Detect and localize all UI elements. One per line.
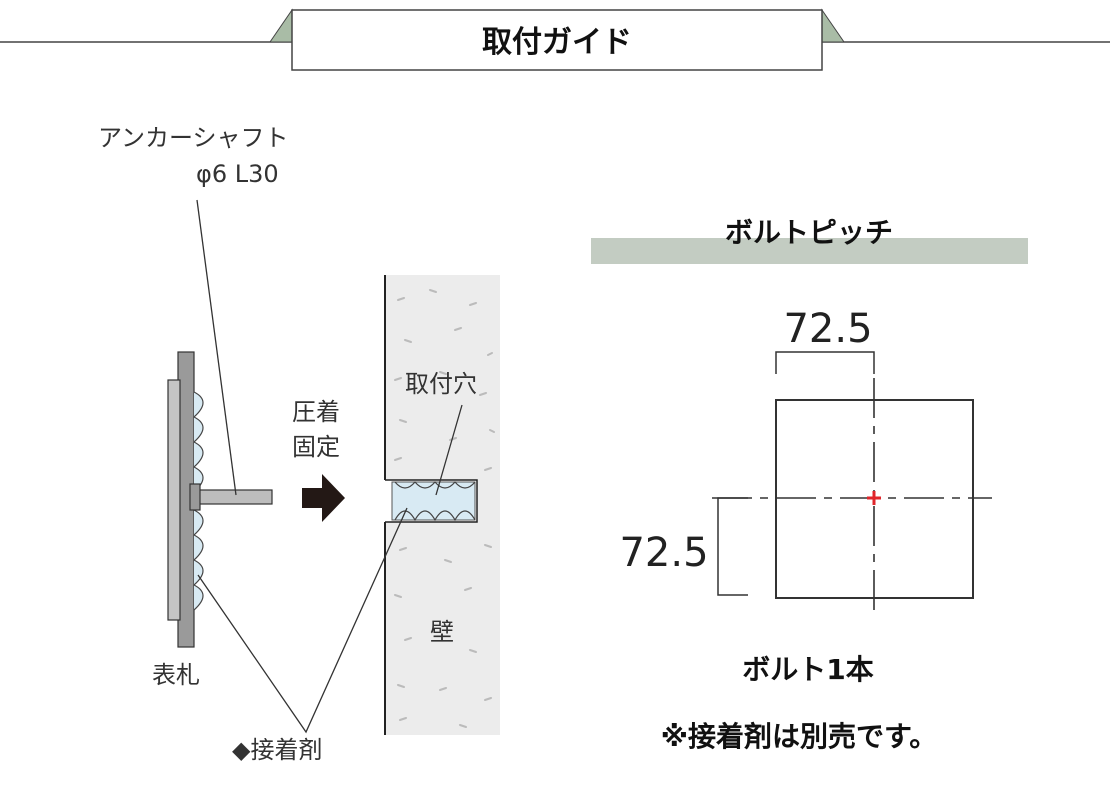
adhesive-leader <box>197 507 408 734</box>
banner-box <box>291 9 823 71</box>
height-dimension-line <box>717 497 748 596</box>
nameplate-label: 表札 <box>152 661 200 689</box>
bolt-count-label: ボルト1本 <box>742 653 873 686</box>
press-arrow-icon <box>302 474 345 522</box>
banner-left-tab <box>269 8 293 43</box>
adhesive-note: ※接着剤は別売です。 <box>661 720 937 753</box>
mount-hole-label: 取付穴 <box>405 370 477 398</box>
anchor-spec-label: φ6 L30 <box>196 160 279 188</box>
bolt-pitch-section: ボルトピッチ 72.5 72.5 ボルト1本 ※接着剤は別売です。 <box>591 216 1028 753</box>
banner-right-tab <box>821 8 845 43</box>
header-banner: 取付ガイド <box>0 8 1110 71</box>
wall-body <box>385 275 500 735</box>
mount-hole <box>385 479 478 523</box>
height-dimension-value: 72.5 <box>619 530 708 576</box>
bolt-pitch-heading-bar <box>591 238 1028 264</box>
press-fix-label-1: 圧着 <box>292 398 340 426</box>
anchor-leader <box>196 199 237 496</box>
wall-label: 壁 <box>430 618 454 646</box>
width-dimension-value: 72.5 <box>783 306 872 352</box>
hole-leader <box>435 404 463 496</box>
anchor-base <box>189 483 201 511</box>
bolt-center-mark-icon <box>867 491 881 505</box>
side-view-diagram: アンカーシャフト φ6 L30 圧着 固定 取付穴 壁 表札 ◆接着剤 <box>98 124 500 764</box>
nameplate-edge <box>167 379 181 621</box>
press-fix-label-2: 固定 <box>292 433 340 461</box>
width-dimension-line <box>775 351 875 374</box>
adhesive-label: ◆接着剤 <box>232 736 322 764</box>
hole-adhesive-bubbles <box>394 510 476 522</box>
page-title: 取付ガイド <box>482 25 632 60</box>
wall-texture <box>394 289 495 728</box>
plate-adhesive <box>192 391 204 611</box>
anchor-shaft-label: アンカーシャフト <box>98 124 289 152</box>
bolt-pitch-heading: ボルトピッチ <box>725 216 893 249</box>
anchor-shaft <box>193 489 273 505</box>
